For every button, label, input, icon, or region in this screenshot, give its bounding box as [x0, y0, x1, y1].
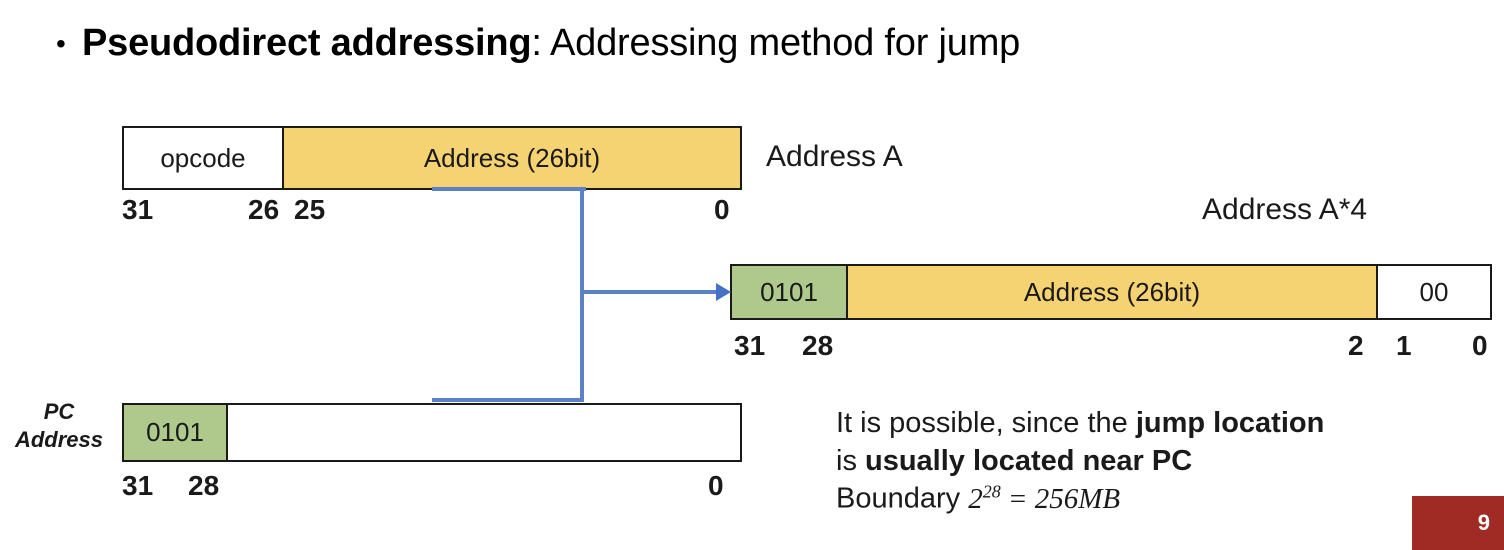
- instruction-field-box: opcode Address (26bit): [122, 126, 742, 190]
- page-title-strong: Pseudodirect addressing: [82, 22, 532, 64]
- pc-bit-label-0: 0: [708, 470, 724, 501]
- instruction-bit-label-25: 25: [294, 194, 326, 225]
- instruction-bit-label-26: 26: [248, 194, 280, 225]
- target-bit-label-0: 0: [1472, 330, 1488, 361]
- connector-vertical-trunk: [580, 187, 584, 402]
- page-title: • Pseudodirect addressing: Addressing met…: [56, 22, 1456, 66]
- instruction-segment-address: Address (26bit): [284, 128, 740, 188]
- explanation-line-3-prefix: Boundary: [836, 483, 969, 516]
- formula-exponent: 28: [982, 481, 1001, 502]
- target-bit-label-1: 1: [1396, 330, 1412, 361]
- pc-address-caption-line1: PC: [43, 399, 75, 424]
- instruction-box-caption: Address A: [766, 140, 903, 173]
- connector-arrow-shaft: [582, 290, 722, 294]
- pc-address-caption: PC Address: [0, 398, 118, 453]
- target-segment-suffix: 00: [1378, 266, 1490, 318]
- explanation-line-1-prefix: It is possible, since the: [836, 407, 1136, 439]
- connector-top-segment: [432, 187, 586, 191]
- target-segment-address: Address (26bit): [848, 266, 1378, 318]
- explanation-line-2: is usually located near PC: [836, 443, 1456, 481]
- explanation-boundary-formula: 228 = 256MB: [968, 481, 1121, 516]
- instruction-segment-opcode: opcode: [124, 128, 284, 188]
- instruction-bit-label-31: 31: [122, 194, 154, 225]
- pc-segment-prefix: 0101: [124, 405, 228, 460]
- formula-base: 2: [968, 483, 983, 516]
- connector-arrowhead-icon: [716, 283, 731, 301]
- pc-field-box: 0101: [122, 403, 742, 462]
- explanation-line-2-prefix: is: [836, 444, 865, 477]
- explanation-line-3: Boundary 228 = 256MB: [836, 480, 1456, 518]
- slide-number-text: 9: [1477, 510, 1490, 535]
- explanation-line-2-bold: usually located near PC: [865, 444, 1193, 477]
- target-bit-label-28: 28: [802, 330, 834, 361]
- page-title-rest: : Addressing method for jump: [531, 22, 1021, 64]
- explanation-text: It is possible, since the jump location …: [836, 405, 1456, 519]
- connector-bottom-segment: [432, 398, 584, 402]
- explanation-line-1: It is possible, since the jump location: [836, 405, 1456, 443]
- pc-bit-label-28: 28: [188, 470, 220, 501]
- pc-bit-label-31: 31: [122, 470, 154, 501]
- bullet-glyph: •: [56, 28, 66, 59]
- explanation-line-1-bold: jump location: [1135, 407, 1325, 439]
- formula-value: 256MB: [1034, 483, 1121, 516]
- pc-segment-rest: [228, 405, 740, 460]
- target-box-caption: Address A*4: [1202, 193, 1368, 226]
- formula-equals: =: [1000, 483, 1035, 516]
- target-bit-label-2: 2: [1348, 330, 1364, 361]
- instruction-bit-label-0: 0: [714, 194, 730, 225]
- target-field-box: 0101 Address (26bit) 00: [730, 264, 1492, 320]
- target-bit-label-31: 31: [734, 330, 766, 361]
- slide-number-badge: 9: [1412, 496, 1504, 550]
- target-segment-prefix: 0101: [732, 266, 848, 318]
- pc-address-caption-line2: Address: [14, 426, 104, 452]
